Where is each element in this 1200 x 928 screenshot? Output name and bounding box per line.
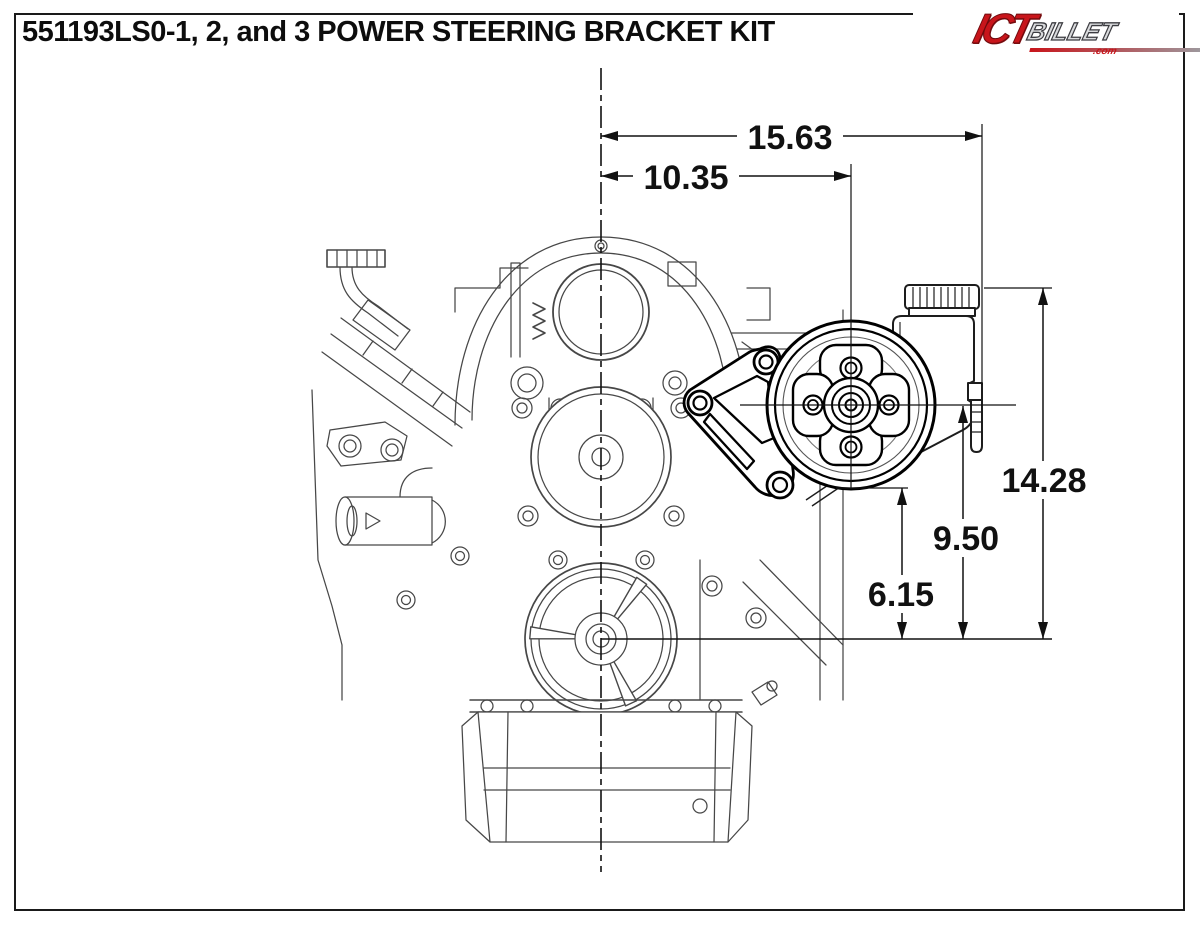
reservoir-cap <box>904 284 980 310</box>
dimension-labels: 15.63 10.35 14.28 9.50 6.15 <box>643 119 1086 614</box>
reservoir-outlet-fitting <box>967 382 983 401</box>
drawing-border-frame <box>14 13 1185 911</box>
page-title: 551193LS0-1, 2, and 3 POWER STEERING BRA… <box>22 16 775 48</box>
logo-text-billet: BILLET <box>1024 17 1120 46</box>
dimension-arrowheads <box>601 131 1048 639</box>
engine-mount <box>326 421 408 467</box>
dim-10-35: 10.35 <box>643 159 728 197</box>
reservoir-outlet-barb <box>970 399 983 453</box>
ict-billet-logo: ICT BILLET .com <box>913 3 1200 57</box>
dim-15-63: 15.63 <box>747 119 832 157</box>
engine-illustration <box>311 236 844 843</box>
dim-9-50: 9.50 <box>933 520 999 558</box>
logo-inner: ICT BILLET .com <box>969 5 1200 57</box>
dimension-label-masks <box>633 114 1096 613</box>
logo-text-com: .com <box>1092 46 1119 57</box>
dim-14-28: 14.28 <box>1001 462 1086 500</box>
reservoir-cap-base <box>908 307 976 317</box>
dim-6-15: 6.15 <box>868 576 934 614</box>
